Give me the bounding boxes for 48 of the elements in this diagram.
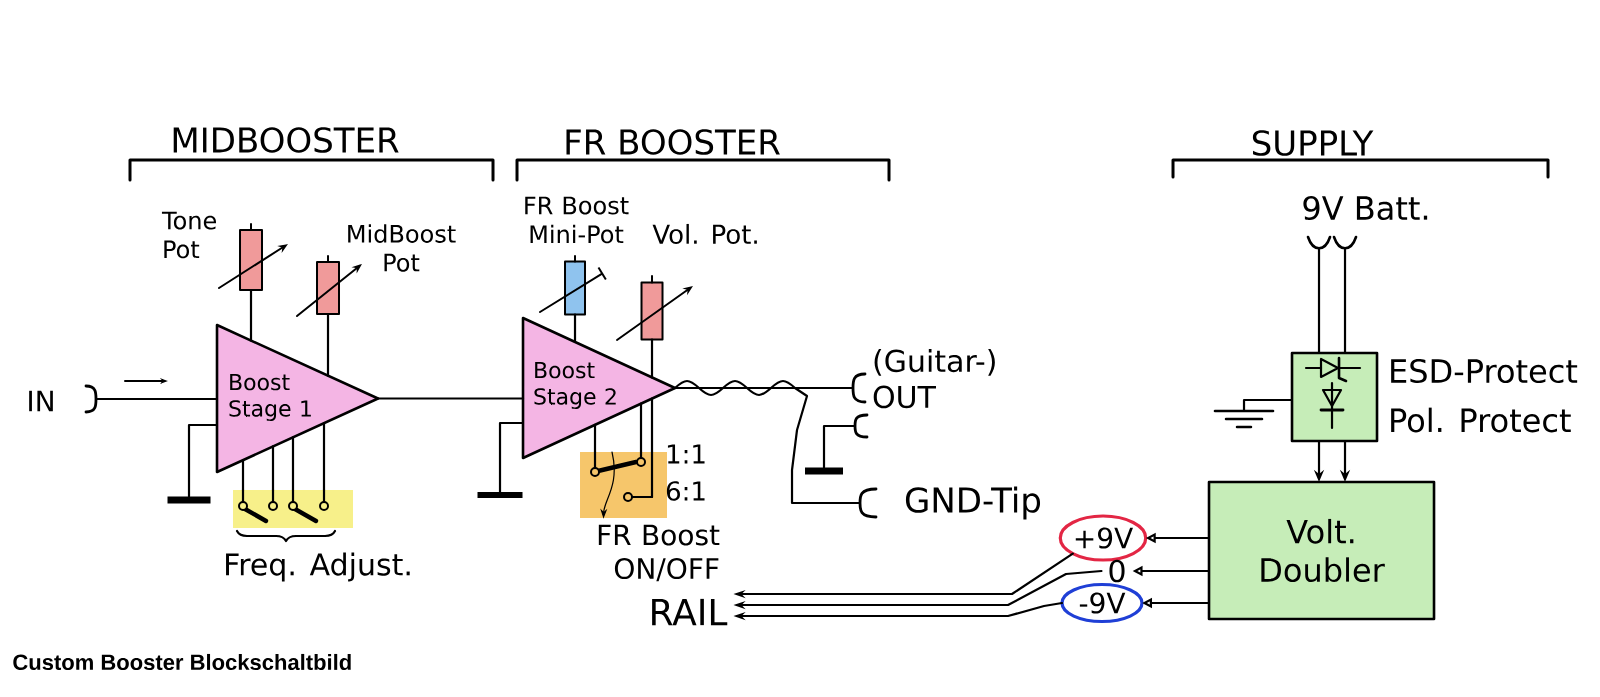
wire: [249, 288, 253, 342]
rail-label: 0: [1109, 559, 1125, 583]
wire: [673, 386, 855, 390]
amplifier-triangle: Boost Stage 1: [215, 323, 380, 474]
group-label: Freq. Adjust.: [226, 552, 410, 582]
wire: [650, 397, 654, 454]
rail-label: RAIL: [652, 598, 728, 626]
wire: [498, 421, 525, 494]
component-label: MidBoost Pot: [348, 224, 456, 272]
section-heading: FR BOOSTER: [566, 129, 780, 155]
wire: [1317, 247, 1321, 355]
wire: [639, 402, 643, 454]
circled-label: -9V: [1060, 582, 1144, 624]
component-label: Pol. Protect: [1391, 407, 1571, 433]
converter-box: Volt. Doubler: [1207, 480, 1436, 621]
section-heading: SUPPLY: [1252, 130, 1374, 156]
section-heading: MIDBOOSTER: [173, 127, 399, 153]
component-label: ESD-Protect: [1391, 358, 1578, 384]
ground-symbol: [805, 467, 843, 475]
caption: Custom Booster Blockschaltbild: [13, 653, 351, 671]
wire: [1343, 247, 1347, 355]
wire: [376, 397, 525, 400]
ratio-label: 6:1: [666, 481, 705, 501]
wavy-wire: [673, 379, 862, 505]
jack-label: IN: [29, 390, 53, 412]
wire: [822, 424, 857, 469]
wire: [94, 397, 219, 401]
component-label: Tone Pot: [161, 211, 216, 259]
component-label: Vol. Pot.: [652, 223, 757, 245]
wire: [291, 436, 295, 492]
jack-socket: [853, 413, 869, 439]
jack-label: (Guitar-) OUT: [873, 349, 995, 409]
wire: [1242, 398, 1294, 412]
wire: [322, 422, 326, 492]
ground-symbol: [167, 496, 211, 504]
battery-label: 9V Batt.: [1303, 195, 1428, 221]
wire: [271, 445, 275, 492]
component-label: FR Boost Mini-Pot: [525, 196, 629, 244]
wire: [650, 338, 654, 379]
wire: [241, 459, 245, 492]
switch-label: FR Boost ON/OFF: [598, 524, 720, 582]
wire: [187, 423, 219, 498]
ground-symbol: [1213, 409, 1275, 429]
ground-symbol: [477, 492, 523, 498]
wire: [326, 312, 330, 377]
jack-label: GND-Tip: [905, 486, 1041, 520]
wire: [593, 423, 597, 454]
wire: [573, 313, 577, 344]
